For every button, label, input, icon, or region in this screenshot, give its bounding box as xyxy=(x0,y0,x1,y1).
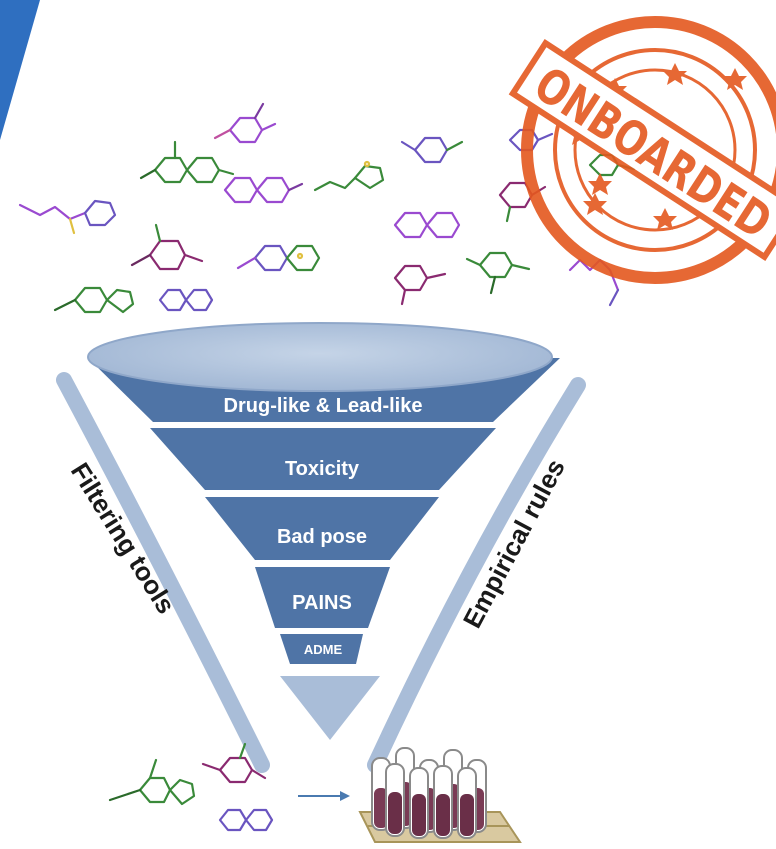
molecule-icon xyxy=(393,211,461,239)
onboarded-stamp: ONBOARDED xyxy=(508,16,776,284)
stage-label-pains: PAINS xyxy=(292,592,352,614)
right-side-arc xyxy=(367,377,586,773)
funnel-stage-adme xyxy=(280,634,363,664)
molecule-icon xyxy=(158,288,214,312)
molecule-cluster-icon xyxy=(108,742,274,832)
funnel-tip-arrow xyxy=(280,676,380,740)
corner-blue-shape xyxy=(0,0,40,140)
arrow-right-icon xyxy=(298,791,350,801)
molecule-icon xyxy=(465,251,531,295)
stage-label-toxicity: Toxicity xyxy=(285,458,360,480)
stage-label-drug-like: Drug-like & Lead-like xyxy=(224,395,423,417)
stage-label-bad-pose: Bad pose xyxy=(277,526,367,548)
molecule-icon xyxy=(508,128,554,152)
molecule-icon xyxy=(130,223,204,271)
funnel-top xyxy=(87,322,553,392)
molecule-icon xyxy=(313,160,385,192)
funnel-stage-toxicity xyxy=(150,428,496,490)
funnel-stage-bad-pose xyxy=(205,497,439,560)
star-icon xyxy=(583,193,607,215)
star-icon xyxy=(653,208,677,230)
molecule-icon xyxy=(53,286,135,314)
molecule-icon xyxy=(18,199,117,235)
funnel xyxy=(87,322,560,740)
funnel-stage-pains xyxy=(255,567,390,628)
stage-label-adme: ADME xyxy=(304,642,343,657)
star-icon xyxy=(723,68,747,90)
left-side-arc xyxy=(56,372,270,773)
molecule-icon xyxy=(223,176,304,204)
molecule-icon xyxy=(236,244,321,272)
molecule-icon xyxy=(139,140,235,184)
star-icon xyxy=(663,63,687,85)
molecule-icon xyxy=(393,264,447,306)
molecule-cloud xyxy=(18,102,636,314)
molecule-icon xyxy=(213,102,277,144)
molecule-icon xyxy=(400,136,464,164)
test-tube-rack-icon xyxy=(358,747,522,843)
star-icon xyxy=(588,173,612,195)
